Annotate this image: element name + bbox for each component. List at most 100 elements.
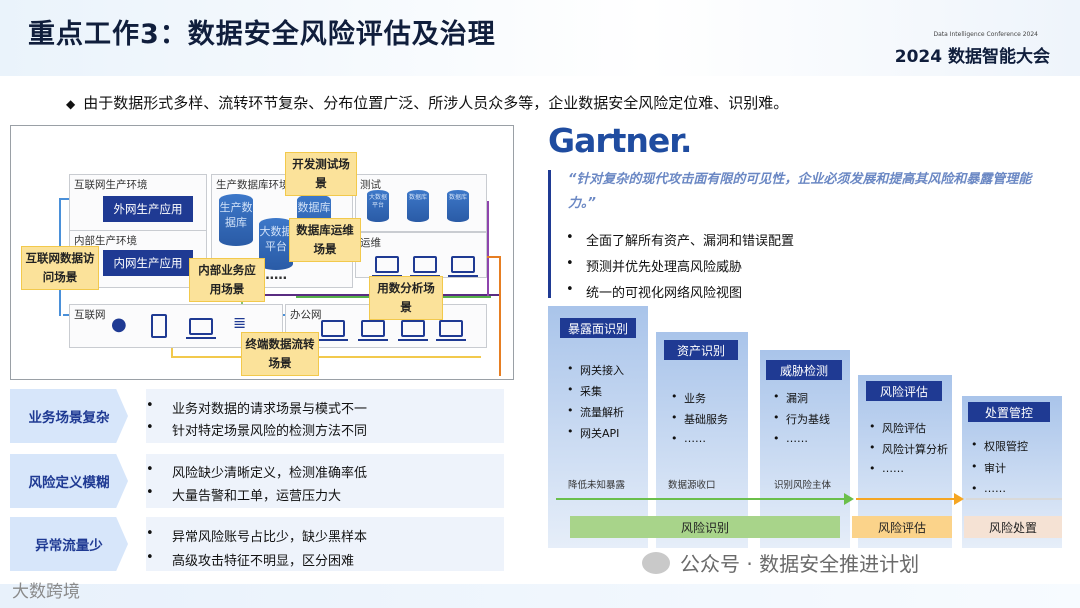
flow-label: 降低未知暴露 [568,480,626,491]
challenge-label: 风险定义模糊 [10,454,128,508]
flow-arrow-green [556,498,848,500]
internal-app-box: 内网生产应用 [103,250,193,276]
monitor-icon [410,256,440,277]
watermark-text: 公众号 · 数据安全推进计划 [680,552,920,576]
user-icon: ● [111,314,127,335]
monitor-icon [372,256,402,277]
conference-subtitle: Data Intelligence Conference 2024 [933,31,1038,38]
stage-item: 业务 [671,390,706,406]
stage-item: 风险计算分析 [869,441,948,457]
gartner-logo: Gartner. [548,121,692,160]
database-icon: 数据库 [447,190,469,222]
challenge-point: 大量告警和工单，运营压力大 [146,485,341,504]
connector-line [487,201,489,296]
monitor-icon [398,320,428,341]
stage-item: 漏洞 [773,390,808,406]
connector-line [499,256,501,376]
monitor-icon [436,320,466,341]
stage-item: 网关API [567,425,620,441]
stage-item: 采集 [567,383,602,399]
footer-bar [0,584,1080,608]
connector-line [171,341,173,357]
stage-item: 行为基线 [773,411,830,427]
stage-item: 审计 [971,460,1006,476]
stage-item: …… [971,482,1006,495]
stage-label: 处置管控 [968,402,1050,422]
challenge-point: 异常风险账号占比少，缺少黑样本 [146,526,367,545]
gartner-point: 预测并优先处理高风险威胁 [566,256,742,275]
challenge-points: 风险缺少清晰定义，检测准确率低 大量告警和工单，运营压力大 [146,454,504,508]
process-column [760,350,850,548]
stage-item: …… [869,462,904,475]
arrow-head-icon [954,493,964,505]
intro-text: 由于数据形式多样、流转环节复杂、分布位置广泛、所涉人员众多等，企业数据安全风险定… [83,94,789,112]
stage-item: …… [773,432,808,445]
flow-arrow-gray [966,498,1062,500]
zone-label: 内部生产环境 [74,235,137,247]
stage-label: 暴露面识别 [560,318,636,338]
stage-label: 威胁检测 [766,360,842,380]
phone-icon [151,314,167,338]
monitor-icon [448,256,478,277]
scene-internet-access: 互联网数据访问场景 [21,246,99,290]
scene-analysis: 用数分析场景 [369,276,443,320]
phase-bar: 风险评估 [852,516,952,538]
stage-item: 权限管控 [971,438,1028,454]
stage-label: 风险评估 [866,381,942,401]
phase-bar: 风险处置 [964,516,1062,538]
diamond-bullet-icon: ◆ [66,97,76,111]
connector-line [189,294,499,296]
challenge-label: 业务场景复杂 [10,389,128,443]
stage-label: 资产识别 [664,340,738,360]
ellipsis-label: …… [261,268,287,283]
phase-bar: 风险识别 [570,516,840,538]
challenge-point: 业务对数据的请求场景与模式不一 [146,398,367,417]
database-icon: 生产数据库 [219,194,253,246]
scene-dev-test: 开发测试场景 [285,152,357,196]
gartner-point: 全面了解所有资产、漏洞和错误配置 [566,230,794,249]
gartner-quote: “针对复杂的现代攻击面有限的可见性，企业必须发展和提高其风险和暴露管理能力。” [568,172,1032,211]
zone-label: 运维 [360,237,381,249]
challenge-label: 异常流量少 [10,517,128,571]
external-app-box: 外网生产应用 [103,196,193,222]
zone-label: 测试 [360,179,381,191]
challenge-point: 风险缺少清晰定义，检测准确率低 [146,462,367,481]
stage-item: 基础服务 [671,411,728,427]
database-icon: 数据库 [407,190,429,222]
server-icon: ≣ [233,313,247,332]
challenge-points: 异常风险账号占比少，缺少黑样本 高级攻击特征不明显，区分困难 [146,517,504,571]
zone-label: 生产数据库环境 [216,179,290,191]
gartner-point: 统一的可视化网络风险视图 [566,282,742,301]
scene-db-ops: 数据库运维场景 [289,218,361,262]
wechat-icon [642,552,670,574]
database-icon: 大数据平台 [367,190,389,222]
scene-internal-app: 内部业务应用场景 [189,258,265,302]
zone-label: 互联网 [74,309,106,321]
stage-item: 风险评估 [869,420,926,436]
challenge-point: 针对特定场景风险的检测方法不同 [146,420,367,439]
brand-logo: 大数跨境 [12,582,80,602]
flow-label: 数据源收口 [668,480,716,491]
arrow-head-icon [844,493,854,505]
challenge-points: 业务对数据的请求场景与模式不一 针对特定场景风险的检测方法不同 [146,389,504,443]
scene-terminal: 终端数据流转场景 [241,332,319,376]
conference-title: 2024 数据智能大会 [894,47,1050,67]
header-background [0,0,1080,76]
architecture-diagram: 互联网生产环境 内部生产环境 生产数据库环境 测试 运维 互联网 办公网 外网生… [10,125,514,380]
stage-item: 网关接入 [567,362,624,378]
page-title: 重点工作3：数据安全风险评估及治理 [28,19,496,50]
zone-ops: 运维 [355,232,487,278]
flow-arrow-orange [856,498,956,500]
stage-item: …… [671,432,706,445]
challenge-point: 高级攻击特征不明显，区分困难 [146,550,354,569]
flow-label: 识别风险主体 [774,480,832,491]
zone-label: 办公网 [290,309,322,321]
laptop-icon [186,318,216,339]
monitor-icon [318,320,348,341]
monitor-icon [358,320,388,341]
stage-item: 流量解析 [567,404,624,420]
zone-label: 互联网生产环境 [74,179,148,191]
connector-line [171,356,481,358]
connector-line [59,198,69,200]
intro-bullet: ◆ 由于数据形式多样、流转环节复杂、分布位置广泛、所涉人员众多等，企业数据安全风险… [66,92,788,113]
